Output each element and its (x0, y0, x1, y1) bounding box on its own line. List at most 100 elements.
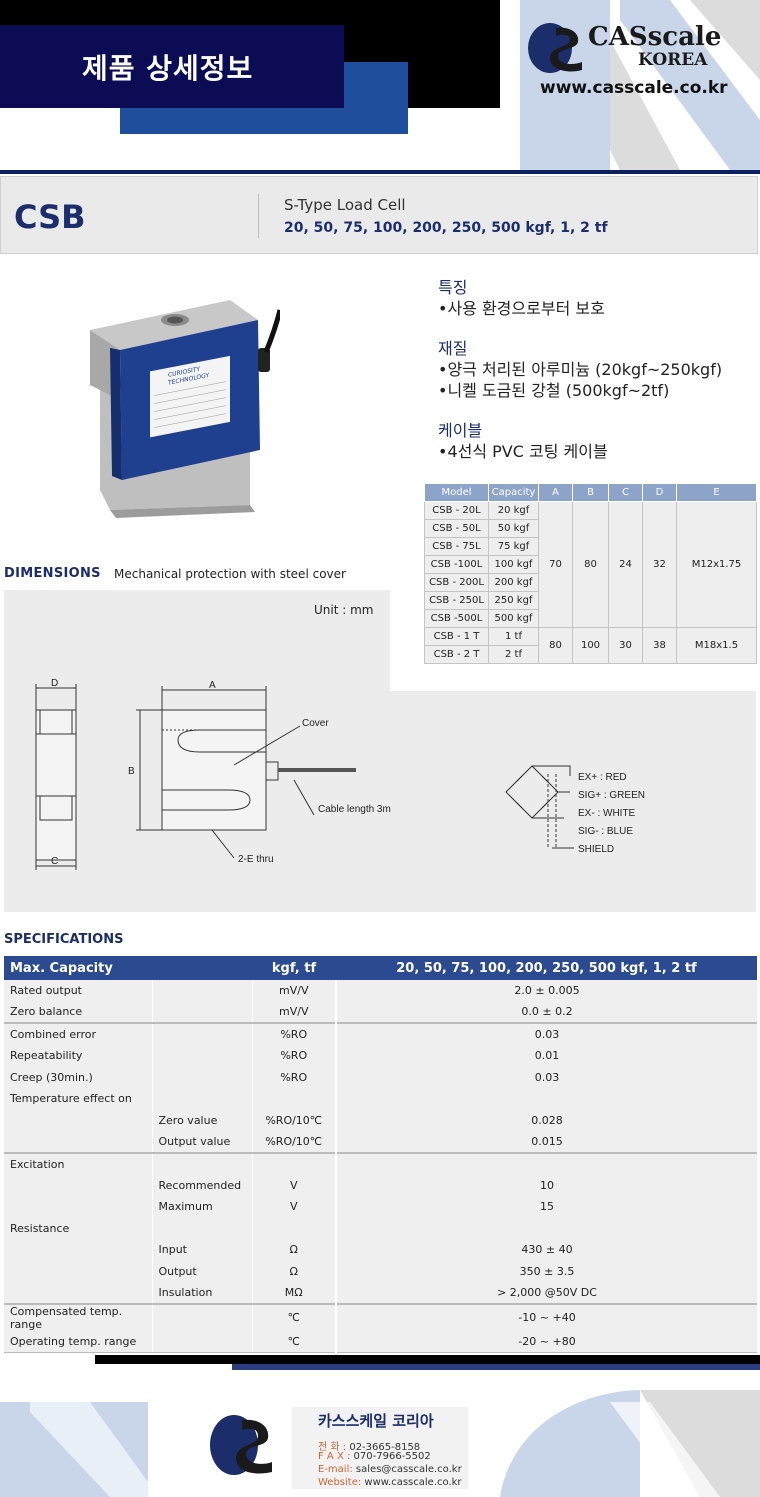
cell-a: 80 (538, 627, 573, 664)
cas-logo-icon (528, 23, 582, 73)
footer-black-bar (95, 1355, 760, 1364)
table-row: Compensated temp. range℃-10 ~ +40 (4, 1302, 757, 1331)
spec-unit: ℃ (252, 1302, 337, 1331)
feature-heading: 재질 (438, 339, 468, 358)
spec-value: 15 (336, 1195, 757, 1218)
cell-capacity: 200 kgf (488, 573, 539, 592)
spec-value: 0.0 ± 0.2 (336, 1001, 757, 1024)
spec-value: 0.03 (336, 1022, 757, 1045)
product-image: CURIOSITY TECHNOLOGY (80, 290, 283, 520)
spec-subname (152, 980, 253, 1002)
table-row: Excitation (4, 1151, 757, 1175)
spec-subname (152, 1151, 253, 1175)
col-c: C (608, 483, 643, 502)
cell-e: M12x1.75 (676, 501, 757, 628)
col-b: B (572, 483, 609, 502)
dim-d-label: D (51, 678, 58, 689)
cell-capacity: 75 kgf (488, 537, 539, 556)
spec-name: Operating temp. range (4, 1330, 153, 1353)
specifications-table: Max. Capacity kgf, tf 20, 50, 75, 100, 2… (4, 956, 757, 1353)
feature-line: •니켈 도금된 강철 (500kgf~2tf) (438, 381, 670, 400)
spec-subname: Zero value (152, 1109, 253, 1132)
spec-subname (152, 1066, 253, 1088)
cell-capacity: 1 tf (488, 627, 539, 646)
footer-phone: 전 화 : 02-3665-8158 (318, 1442, 421, 1453)
spec-unit: %RO/10℃ (252, 1109, 337, 1132)
feature-group: 재질 •양극 처리된 아루미늄 (20kgf~250kgf) •니켈 도금된 강… (438, 335, 758, 401)
spec-value: 0.01 (336, 1044, 757, 1067)
wire-ex-minus: EX- : WHITE (578, 808, 636, 819)
dimensions-title: DIMENSIONS (4, 566, 101, 581)
spec-unit: %RO (252, 1044, 337, 1067)
model-type: S-Type Load Cell (284, 196, 406, 214)
spec-name: Rated output (4, 980, 153, 1002)
side-view (35, 684, 77, 870)
model-band (0, 176, 758, 254)
front-view (136, 686, 356, 831)
table-row: Operating temp. range ℃-20 ~ +80 (4, 1330, 757, 1353)
spec-value: 10 (336, 1174, 757, 1196)
spec-unit: V (252, 1195, 337, 1218)
wiring-diagram (505, 765, 574, 849)
wire-shield: SHIELD (578, 844, 614, 855)
page-title: 제품 상세정보 (82, 51, 254, 85)
feature-heading: 특징 (438, 278, 468, 297)
feature-line: •4선식 PVC 코팅 케이블 (438, 442, 608, 461)
footer-contact-card (292, 1407, 468, 1489)
website-url[interactable]: www.casscale.co.kr (540, 78, 728, 98)
spec-unit: Ω (252, 1260, 337, 1283)
spec-unit: ℃ (252, 1330, 337, 1353)
spec-unit: Ω (252, 1239, 337, 1261)
feature-group: 케이블 •4선식 PVC 코팅 케이블 (438, 417, 758, 462)
model-name: CSB (14, 198, 86, 236)
spec-subname (152, 1302, 253, 1331)
feature-line: •양극 처리된 아루미늄 (20kgf~250kgf) (438, 360, 723, 379)
spec-name (4, 1239, 153, 1261)
footer-website[interactable]: Website: www.casscale.co.kr (318, 1477, 462, 1488)
header-decoration (500, 0, 760, 170)
wire-sig-minus: SIG- : BLUE (578, 826, 633, 837)
model-table: Model Capacity A B C D E CSB - 20L 20 kg… (424, 483, 757, 664)
cell-model: CSB - 75L (424, 537, 489, 556)
feature-heading: 케이블 (438, 421, 483, 440)
wire-sig-plus: SIG+ : GREEN (578, 790, 645, 801)
footer-email[interactable]: E-mail: sales@casscale.co.kr (318, 1464, 462, 1475)
feature-line: •사용 환경으로부터 보호 (438, 299, 605, 318)
spec-subname (152, 1217, 253, 1240)
logo-wordmark: CASscale (588, 22, 722, 52)
cas-logo[interactable]: CASscale KOREA www.casscale.co.kr (528, 20, 748, 100)
spec-subname (152, 1001, 253, 1024)
cell-capacity: 2 tf (488, 645, 539, 664)
spec-name: Temperature effect on (4, 1087, 153, 1110)
spec-name (4, 1260, 153, 1283)
spec-unit: %RO (252, 1022, 337, 1045)
table-row: CSB - 1 T 1 tf 80 100 30 38 M18x1.5 (424, 627, 757, 664)
cell-d: 32 (642, 501, 677, 628)
dimensions-subtitle: Mechanical protection with steel cover (114, 567, 346, 581)
cell-c: 30 (608, 627, 643, 664)
spec-name: Creep (30min.) (4, 1066, 153, 1088)
spec-value (336, 1151, 757, 1175)
spec-subname (152, 1330, 253, 1353)
cell-model: CSB - 2 T (424, 645, 489, 664)
spec-name (4, 1195, 153, 1218)
cell-b: 80 (572, 501, 609, 628)
cell-capacity: 500 kgf (488, 609, 539, 628)
spec-subname: Recommended (152, 1174, 253, 1196)
spec-unit: MΩ (252, 1282, 337, 1304)
spec-unit (252, 1217, 337, 1240)
spec-value: -20 ~ +80 (336, 1330, 757, 1353)
spec-name (4, 1131, 153, 1153)
dim-a-label: A (209, 680, 216, 691)
spec-subname: Input (152, 1239, 253, 1261)
spec-name (4, 1174, 153, 1196)
